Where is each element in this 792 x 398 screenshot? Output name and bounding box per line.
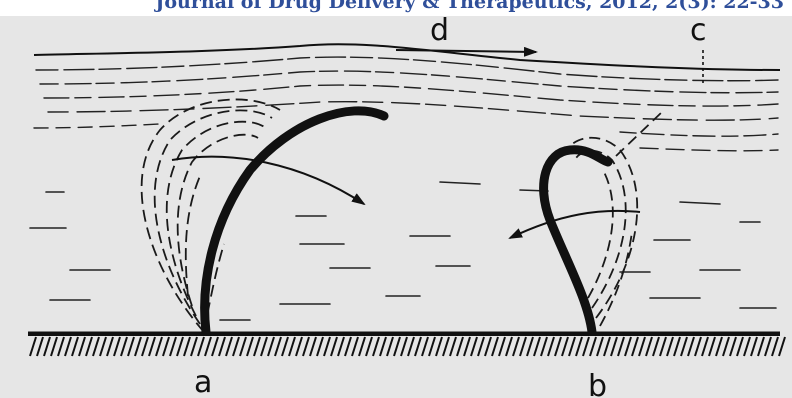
label-c: c: [690, 13, 707, 48]
surface-line: [34, 44, 780, 70]
label-d: d: [430, 13, 449, 48]
vortex-b-filament: [544, 150, 608, 332]
vortex-a-filament: [205, 111, 384, 332]
flow-arrow-a: [172, 157, 364, 204]
direction-arrow-d: [396, 50, 536, 52]
flow-arrow-b: [510, 211, 640, 238]
label-a: a: [194, 365, 212, 398]
journal-header: Journal of Drug Delivery & Therapeutics,…: [0, 0, 792, 13]
vortex-a-envelope: [142, 99, 280, 332]
label-b: b: [588, 369, 607, 398]
flow-layers: [34, 57, 778, 151]
